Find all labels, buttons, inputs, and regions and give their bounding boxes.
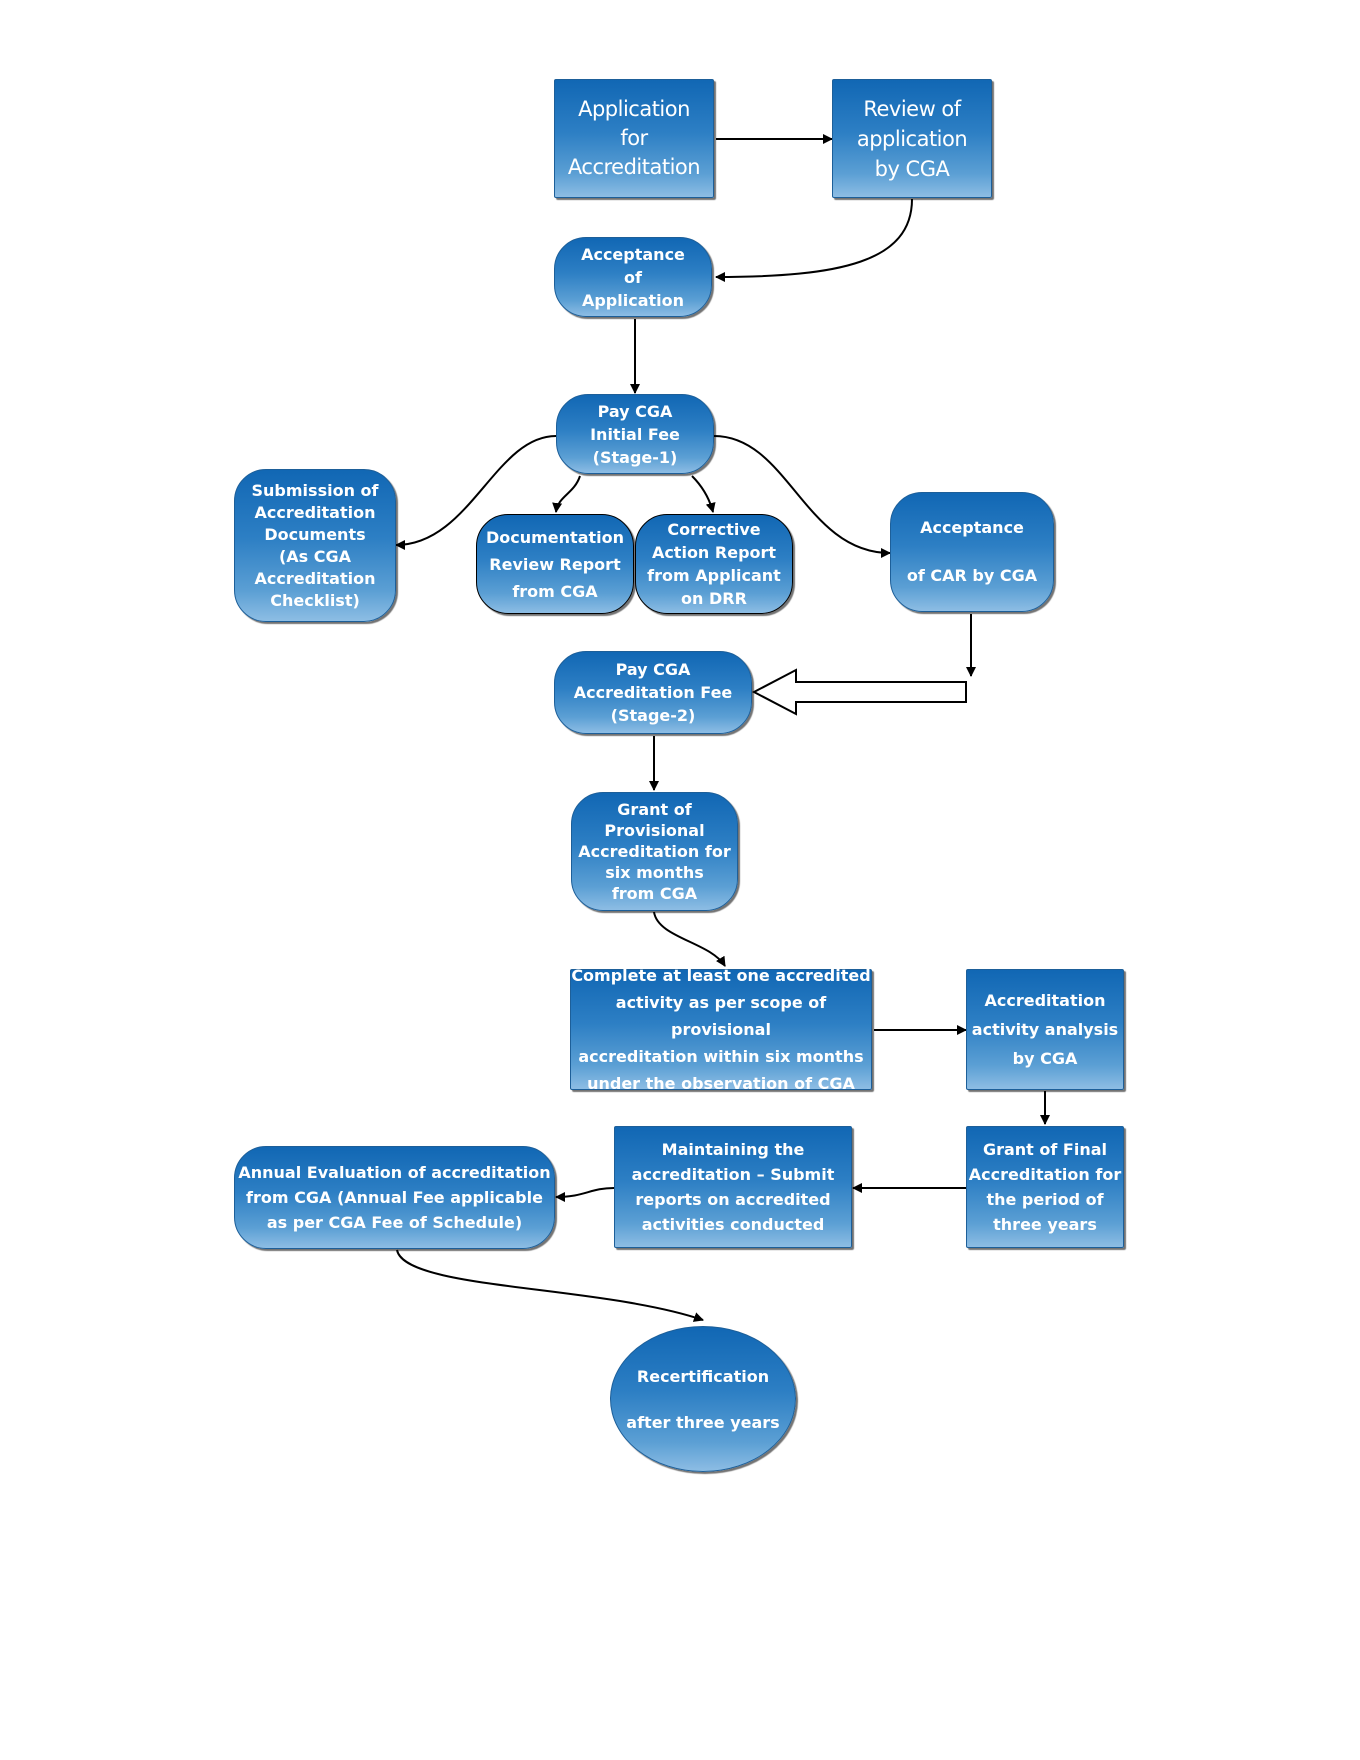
node-corrective-action-report: Corrective Action Report from Applicant … — [635, 514, 793, 614]
node-label: Review of application by CGA — [856, 96, 968, 181]
node-label: Submission of Accreditation Documents (A… — [251, 480, 379, 610]
node-label: Accreditation activity analysis by CGA — [971, 991, 1119, 1068]
node-label: Grant of Final Accreditation for the per… — [968, 1140, 1122, 1234]
node-acceptance-of-car: Acceptance of CAR by CGA — [890, 492, 1054, 612]
block-arrow-to-pay-accr — [751, 668, 967, 716]
node-label: Complete at least one accredited activit… — [571, 966, 871, 1093]
node-grant-of-provisional-accreditation: Grant of Provisional Accreditation for s… — [571, 792, 738, 911]
node-label: Acceptance of Application — [581, 244, 685, 310]
node-label: Corrective Action Report from Applicant … — [647, 520, 781, 608]
node-acceptance-of-application: Acceptance of Application — [554, 237, 712, 317]
node-pay-cga-accreditation-fee: Pay CGA Accreditation Fee (Stage-2) — [554, 651, 752, 734]
node-maintaining-the-accreditation: Maintaining the accreditation – Submit r… — [614, 1126, 852, 1248]
node-label: Pay CGA Accreditation Fee (Stage-2) — [573, 660, 733, 725]
node-annual-evaluation: Annual Evaluation of accreditation from … — [234, 1146, 555, 1249]
node-documentation-review-report: Documentation Review Report from CGA — [476, 514, 634, 614]
node-label: Acceptance of CAR by CGA — [906, 518, 1038, 585]
node-grant-of-final-accreditation: Grant of Final Accreditation for the per… — [966, 1126, 1124, 1248]
node-complete-accredited-activity: Complete at least one accredited activit… — [570, 966, 872, 1093]
node-review-of-application: Review of application by CGA — [832, 79, 992, 198]
node-label: Application for Accreditation — [567, 97, 701, 179]
arrow-review-to-acceptance — [715, 198, 913, 282]
node-accreditation-activity-analysis: Accreditation activity analysis by CGA — [966, 969, 1124, 1090]
node-label: Grant of Provisional Accreditation for s… — [578, 800, 731, 903]
arrow-maintaining-to-annual — [555, 1187, 615, 1202]
node-label: Annual Evaluation of accreditation from … — [238, 1163, 551, 1232]
arrow-grant-prov-to-complete — [653, 911, 726, 967]
arrow-annual-to-recert — [396, 1249, 704, 1322]
node-pay-cga-initial-fee: Pay CGA Initial Fee (Stage-1) — [556, 394, 714, 474]
node-recertification: Recertification after three years — [610, 1326, 796, 1472]
node-label: Documentation Review Report from CGA — [485, 527, 625, 601]
node-label: Recertification after three years — [626, 1366, 780, 1432]
node-application-for-accreditation: Application for Accreditation — [554, 79, 714, 198]
node-submission-of-documents: Submission of Accreditation Documents (A… — [234, 469, 396, 622]
arrow-pay-initial-to-corrective — [691, 475, 716, 513]
node-label: Maintaining the accreditation – Submit r… — [631, 1140, 835, 1234]
arrow-pay-initial-to-doc-review — [552, 475, 581, 513]
node-label: Pay CGA Initial Fee (Stage-1) — [590, 401, 680, 467]
